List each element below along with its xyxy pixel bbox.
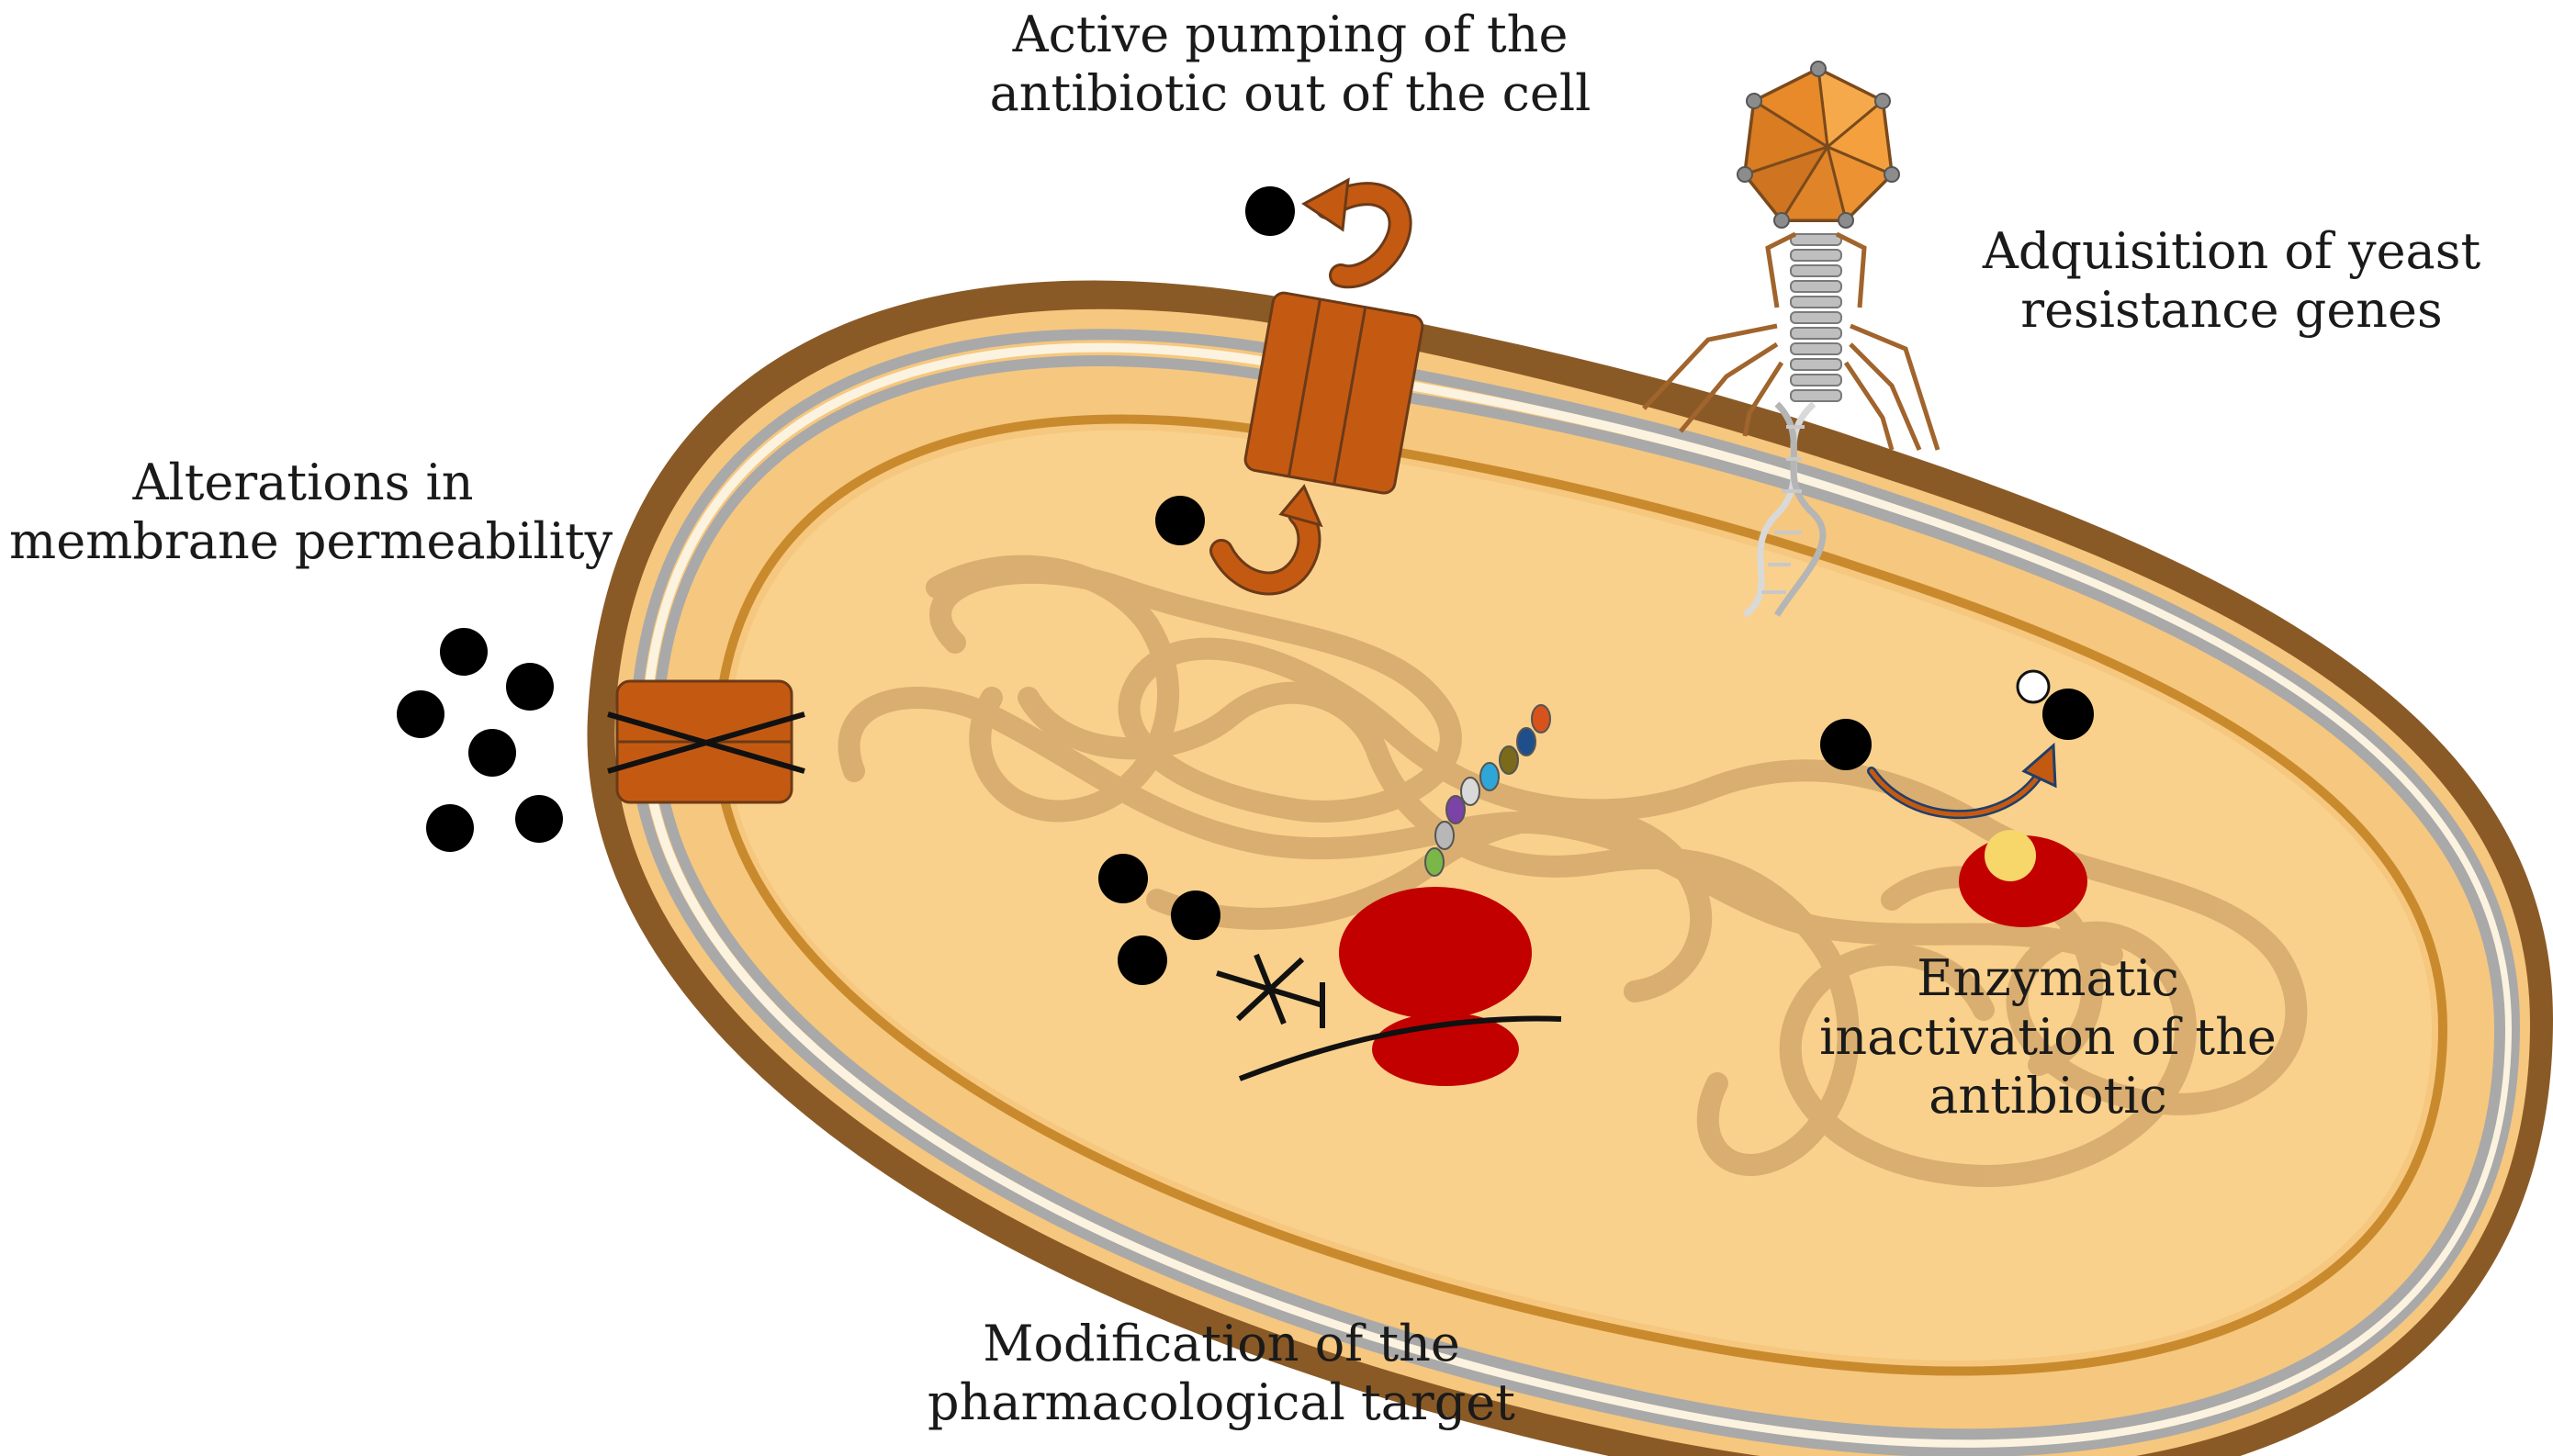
antibiotic-dot-modified — [2042, 689, 2094, 740]
efflux-pump-icon — [1243, 291, 1424, 495]
label-line: Adquisition of yeast — [1982, 222, 2481, 280]
label-line: inactivation of the — [1819, 1008, 2277, 1066]
blocked-binding-icon — [1216, 953, 1325, 1028]
blocked-porin-icon — [607, 679, 805, 804]
antibiotic-dot-inside — [1155, 496, 1205, 545]
antibiotic-dot — [506, 663, 554, 711]
label-line: Modification of the — [983, 1315, 1460, 1372]
outer-membrane-light — [641, 342, 2513, 1448]
antibiotic-dot — [397, 690, 444, 738]
outer-membrane-gray — [629, 329, 2521, 1456]
phage-tail — [1790, 233, 1842, 402]
ribosome-large-subunit — [1339, 887, 1532, 1019]
enzyme-icon — [1959, 830, 2087, 927]
antibiotic-dot — [1118, 935, 1167, 985]
label-line: pharmacological target — [928, 1373, 1515, 1431]
label-line: Enzymatic — [1917, 949, 2179, 1007]
antibiotic-molecules-target — [1098, 854, 1220, 985]
antibiotic-dot — [1171, 890, 1220, 940]
efflux-arrow-top — [1301, 177, 1412, 289]
reaction-arrow — [1867, 742, 2057, 820]
label-line: Active pumping of the — [1012, 6, 1569, 63]
enzymatic-inactivation-mechanism — [1820, 669, 2094, 927]
efflux-arrow-bottom — [1209, 484, 1323, 596]
label-line: resistance genes — [2020, 281, 2443, 339]
efflux-mechanism — [1155, 177, 1424, 596]
antibiotic-dot — [515, 795, 563, 843]
modification-group — [2016, 669, 2051, 704]
active-pumping-label: Active pumping of the antibiotic out of … — [978, 6, 1603, 123]
target-modification-mechanism — [1098, 704, 1562, 1086]
yeast-genes-label: Adquisition of yeast resistance genes — [1956, 222, 2507, 340]
enzymatic-inactivation-label: Enzymatic inactivation of the antibiotic — [1782, 949, 2314, 1126]
label-line: Alterations in — [132, 454, 474, 511]
peptide-chain — [1424, 704, 1551, 877]
label-line: antibiotic — [1929, 1067, 2167, 1125]
antibiotic-dot-active — [1820, 719, 1872, 770]
phage-head — [1737, 61, 1900, 229]
antibiotic-molecules-outside — [397, 628, 563, 852]
membrane-permeability-mechanism — [397, 628, 805, 852]
antibiotic-dot — [426, 804, 474, 852]
antibiotic-dot — [1098, 854, 1148, 903]
enzyme-active-site — [1985, 830, 2036, 881]
antibiotic-dot-exported — [1245, 186, 1295, 236]
mrna-strand — [1238, 1015, 1562, 1081]
phage-collar — [1765, 231, 1867, 308]
target-modification-label: Modification of the pharmacological targ… — [928, 1315, 1515, 1432]
inner-membrane-gray — [651, 355, 2506, 1440]
membrane-permeability-label: Alterations in membrane permeability — [9, 454, 613, 571]
phage-legs — [1642, 323, 1940, 451]
label-line: antibiotic out of the cell — [989, 64, 1591, 122]
bacteriophage-icon — [1642, 61, 1940, 618]
dna-helix-icon — [1742, 401, 1827, 618]
label-line: membrane permeability — [9, 512, 613, 570]
antibiotic-dot — [468, 729, 516, 777]
inner-ring — [713, 414, 2448, 1376]
antibiotic-dot — [440, 628, 488, 676]
